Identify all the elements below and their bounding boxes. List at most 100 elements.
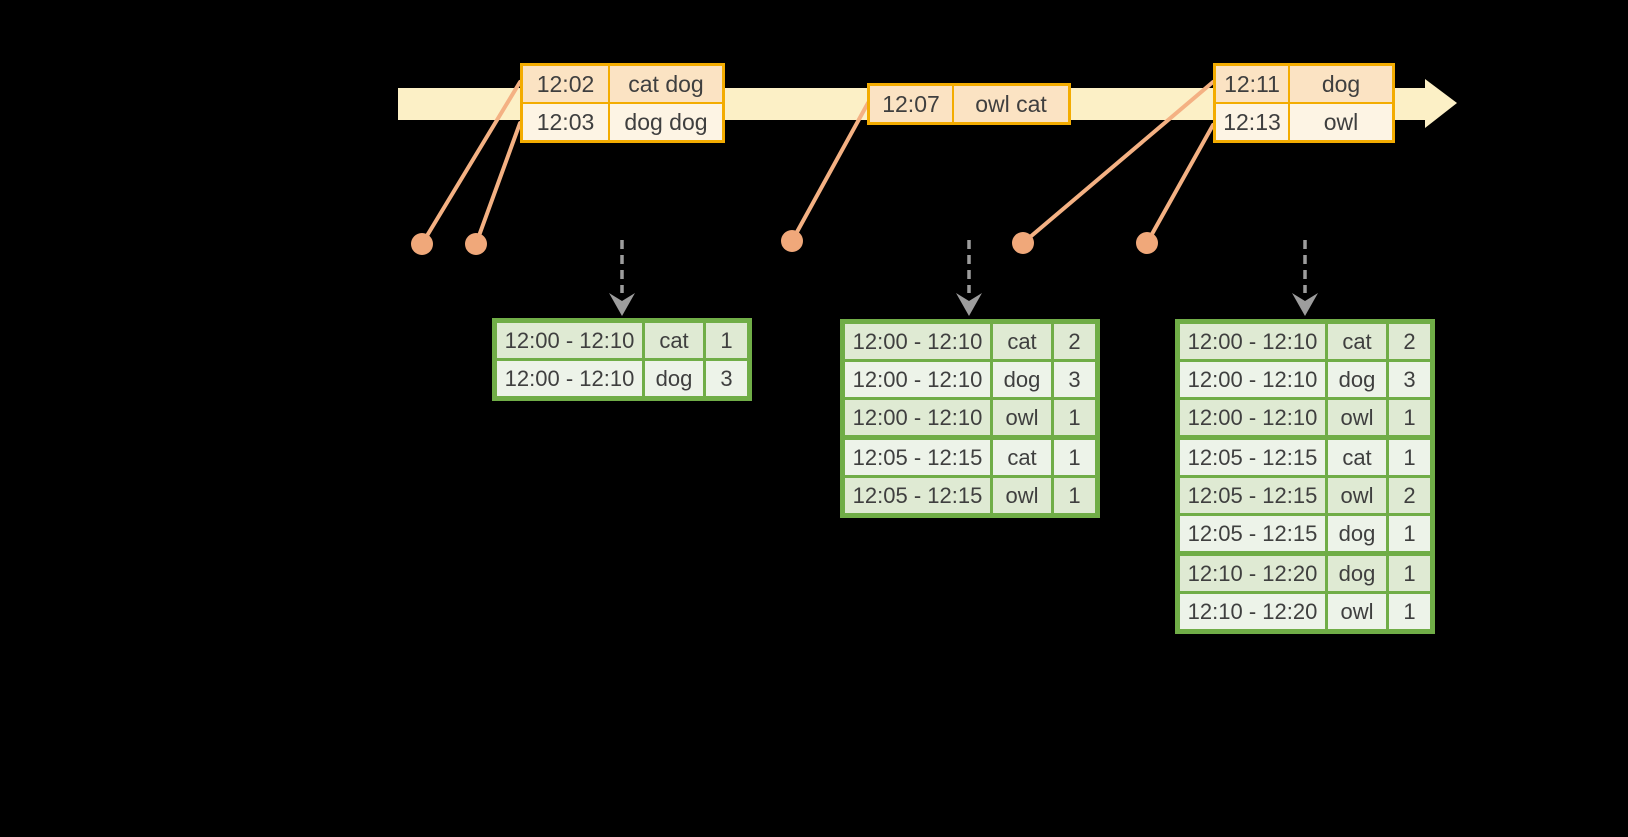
table-cell: 12:05 - 12:15 (841, 435, 993, 478)
table-cell: 12:05 - 12:15 (841, 475, 993, 517)
table-cell: 12:03 (520, 102, 610, 143)
table-cell: dog (990, 359, 1054, 400)
table-cell: dog (642, 358, 706, 400)
table-cell: 12:11 (1213, 63, 1290, 104)
table-cell: cat (1325, 320, 1389, 362)
event-dots (411, 230, 1158, 255)
table-cell: dog dog (608, 102, 725, 143)
table-cell: 1 (1386, 551, 1434, 594)
table-cell: owl (990, 475, 1054, 517)
table-cell: dog (1288, 63, 1395, 104)
table-cell: owl (1325, 475, 1389, 516)
table-cell: cat (642, 319, 706, 361)
table-cell: 3 (703, 358, 751, 400)
table-cell: 12:05 - 12:15 (1176, 475, 1328, 516)
table-cell: 12:00 - 12:10 (493, 358, 645, 400)
table-cell: 12:00 - 12:10 (1176, 320, 1328, 362)
table-cell: owl (1325, 591, 1389, 633)
table-cell: cat (1325, 435, 1389, 478)
event-connector-line (790, 101, 870, 243)
table-cell: 3 (1386, 359, 1434, 400)
trigger-arrow (609, 240, 635, 316)
event-connector-line (1021, 80, 1215, 245)
table-cell: 12:00 - 12:10 (841, 320, 993, 362)
table-cell: 12:10 - 12:20 (1176, 551, 1328, 594)
event-dot (781, 230, 803, 252)
table-cell: 12:00 - 12:10 (1176, 359, 1328, 400)
table-cell: 1 (1051, 435, 1099, 478)
trigger-arrow (1292, 240, 1318, 316)
timeline-arrowhead-icon (1425, 79, 1457, 128)
table-cell: 12:05 - 12:15 (1176, 513, 1328, 555)
table-cell: owl (990, 397, 1054, 439)
table-cell: cat dog (608, 63, 725, 104)
table-cell: dog (1325, 551, 1389, 594)
table-cell: cat (990, 435, 1054, 478)
table-cell: 12:02 (520, 63, 610, 104)
table-cell: dog (1325, 513, 1389, 555)
table-cell: dog (1325, 359, 1389, 400)
table-cell: 12:07 (867, 83, 954, 125)
table-cell: owl (1325, 397, 1389, 439)
event-dot (1012, 232, 1034, 254)
trigger-arrowhead-icon (609, 293, 635, 316)
event-connector-lines (420, 80, 1215, 246)
table-cell: 1 (1386, 435, 1434, 478)
trigger-arrows (609, 240, 1318, 316)
table-cell: 2 (1051, 320, 1099, 362)
event-dot (1136, 232, 1158, 254)
table-cell: 12:05 - 12:15 (1176, 435, 1328, 478)
table-cell: owl cat (952, 83, 1071, 125)
table-cell: 12:00 - 12:10 (1176, 397, 1328, 439)
event-connector-line (474, 121, 522, 246)
table-cell: 12:10 - 12:20 (1176, 591, 1328, 633)
table-cell: 1 (1386, 513, 1434, 555)
table-cell: 2 (1386, 320, 1434, 362)
table-cell: 1 (1051, 397, 1099, 439)
trigger-arrowhead-icon (1292, 293, 1318, 316)
table-cell: 3 (1051, 359, 1099, 400)
event-connector-line (420, 80, 522, 246)
table-cell: 2 (1386, 475, 1434, 516)
table-cell: 12:00 - 12:10 (841, 397, 993, 439)
event-connector-line (1145, 123, 1215, 245)
table-cell: 12:00 - 12:10 (493, 319, 645, 361)
table-cell: 1 (703, 319, 751, 361)
trigger-arrowhead-icon (956, 293, 982, 316)
table-cell: 1 (1386, 397, 1434, 439)
table-cell: 12:13 (1213, 102, 1290, 143)
